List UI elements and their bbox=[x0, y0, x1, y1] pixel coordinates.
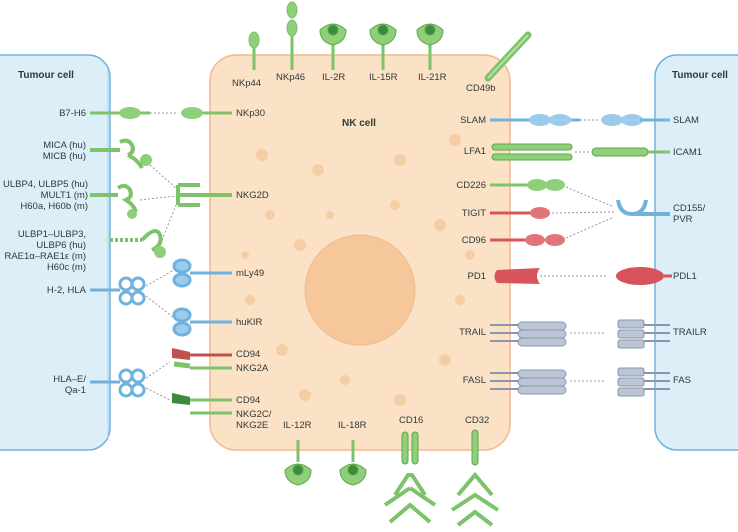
ligand-mica bbox=[90, 138, 152, 169]
nk-granules bbox=[241, 134, 475, 406]
receptor-cd96 bbox=[490, 234, 565, 246]
label-b7h6: B7-H6 bbox=[59, 108, 86, 119]
label-icam1: ICAM1 bbox=[673, 147, 703, 158]
hla-links bbox=[145, 269, 175, 319]
label-il18r: IL-18R bbox=[338, 420, 367, 431]
nk-cell-title: NK cell bbox=[342, 118, 376, 129]
label-slam-nk: SLAM bbox=[460, 115, 486, 126]
label-pdl1: PDL1 bbox=[673, 271, 697, 282]
label-cd155-pvr: CD155/ PVR bbox=[673, 203, 706, 225]
label-ulbp1: ULBP1–ULBP3, ULBP6 (hu) RAE1α–RAE1ε (m) … bbox=[4, 229, 86, 273]
receptor-il21r bbox=[416, 23, 444, 70]
label-il2r: IL-2R bbox=[322, 72, 346, 83]
ligand-cd155 bbox=[616, 199, 670, 217]
receptor-cd32 bbox=[450, 429, 500, 527]
receptor-tigit bbox=[490, 207, 550, 219]
ligand-ulbp1 bbox=[110, 229, 166, 258]
label-mica-micb: MICA (hu) MICB (hu) bbox=[42, 140, 86, 162]
label-il12r: IL-12R bbox=[283, 420, 312, 431]
right-tumour-cell bbox=[654, 54, 738, 451]
pair-slam bbox=[490, 114, 670, 126]
pair-pd1-pdl1 bbox=[494, 267, 672, 285]
label-il21r: IL-21R bbox=[418, 72, 447, 83]
label-nkg2a: NKG2A bbox=[236, 363, 269, 374]
pair-nkp30-b7h6 bbox=[90, 107, 232, 119]
cd155-links bbox=[551, 186, 615, 239]
receptor-nkp44 bbox=[248, 31, 260, 70]
hla-e-links bbox=[145, 361, 171, 401]
right-tumour-title: Tumour cell bbox=[672, 70, 728, 81]
label-il15r: IL-15R bbox=[369, 72, 398, 83]
nk-nucleus bbox=[304, 234, 416, 346]
left-tumour-title: Tumour cell bbox=[18, 70, 74, 81]
label-slam-tumour: SLAM bbox=[673, 115, 699, 126]
label-cd94-c: CD94 bbox=[236, 395, 261, 406]
receptor-il15r bbox=[369, 23, 397, 70]
label-cd94-a: CD94 bbox=[236, 349, 261, 360]
receptor-il18r bbox=[339, 440, 367, 486]
receptor-nkg2d bbox=[176, 183, 232, 207]
label-cd49b: CD49b bbox=[466, 83, 496, 94]
label-nkp30: NKp30 bbox=[236, 108, 266, 119]
label-mly49: mLy49 bbox=[236, 268, 265, 279]
receptor-cd49b bbox=[484, 31, 532, 82]
pair-fasl-fas bbox=[490, 367, 670, 397]
ligand-h2-hla bbox=[90, 276, 146, 306]
left-tumour-cell bbox=[0, 54, 111, 451]
label-trail: TRAIL bbox=[459, 327, 486, 338]
receptor-nkp46 bbox=[286, 1, 298, 70]
receptor-cd226 bbox=[490, 179, 565, 191]
label-tigit: TIGIT bbox=[461, 208, 486, 219]
receptor-mly49 bbox=[172, 258, 232, 288]
label-nkg2c-nkg2e: NKG2C/ NKG2E bbox=[236, 409, 272, 431]
label-hukir: huKIR bbox=[236, 317, 263, 328]
label-hla-e: HLA–E/ Qa-1 bbox=[53, 374, 86, 396]
pair-lfa1-icam1 bbox=[491, 143, 670, 161]
receptor-cd16 bbox=[383, 431, 437, 524]
label-fas: FAS bbox=[673, 375, 691, 386]
ligand-hla-e bbox=[90, 368, 146, 398]
receptor-cd94-nkg2a bbox=[172, 348, 232, 370]
label-nkg2d: NKG2D bbox=[236, 190, 269, 201]
label-nkp44: NKp44 bbox=[232, 78, 262, 89]
label-cd96: CD96 bbox=[461, 235, 486, 246]
nkg2d-links bbox=[139, 164, 177, 241]
label-h2-hla: H-2, HLA bbox=[46, 285, 86, 296]
pair-trail-trailr bbox=[490, 319, 670, 349]
label-trailr: TRAILR bbox=[673, 327, 707, 338]
label-cd226: CD226 bbox=[456, 180, 486, 191]
label-ulbp4: ULBP4, ULBP5 (hu) MULT1 (m) H60a, H60b (… bbox=[2, 179, 88, 212]
receptor-il12r bbox=[284, 440, 312, 486]
ligand-ulbp4 bbox=[90, 183, 138, 219]
receptor-il2r bbox=[319, 23, 347, 70]
receptor-cd94-nkg2c bbox=[172, 393, 232, 415]
label-pd1: PD1 bbox=[467, 271, 486, 282]
label-fasl: FASL bbox=[462, 375, 486, 386]
label-lfa1: LFA1 bbox=[463, 146, 486, 157]
label-nkp46: NKp46 bbox=[276, 72, 306, 83]
label-cd32: CD32 bbox=[465, 415, 490, 426]
receptor-hukir bbox=[172, 307, 232, 337]
label-cd16: CD16 bbox=[399, 415, 424, 426]
